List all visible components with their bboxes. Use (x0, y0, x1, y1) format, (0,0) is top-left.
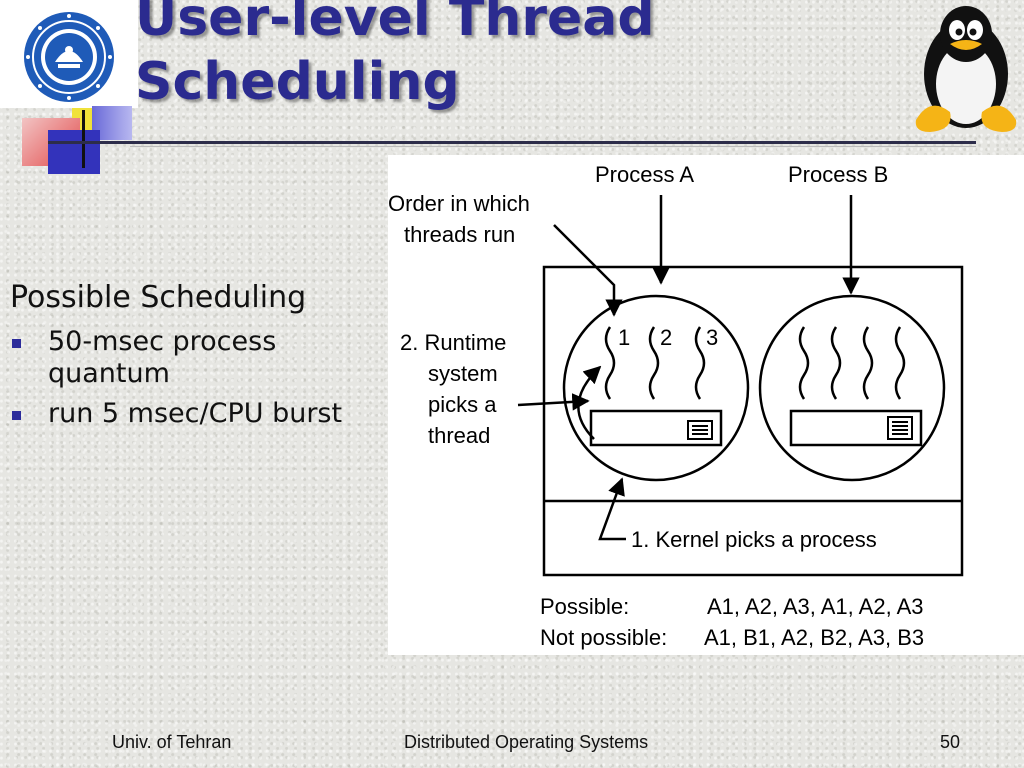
order-label-line1: Order in which (388, 191, 530, 216)
not-possible-label: Not possible: (540, 625, 667, 650)
thread-scheduling-diagram: Process A Process B Order in which threa… (388, 155, 1024, 655)
footer-university: Univ. of Tehran (112, 732, 232, 752)
process-a-label: Process A (595, 162, 694, 187)
runtime-label-line4: thread (428, 423, 490, 448)
thread-number: 2 (660, 325, 672, 350)
slide-title: User-level Thread Scheduling (135, 0, 835, 114)
process-b-runtime-box (789, 409, 923, 447)
runtime-label-line3: picks a (428, 392, 497, 417)
bullet-text: run 5 msec/CPU burst (48, 398, 343, 429)
slide-title-line1: User-level Thread (135, 0, 655, 48)
diagram-arrows (517, 195, 860, 541)
bullet-list: 50-msec process quantum run 5 msec/CPU b… (12, 326, 392, 438)
title-rule (48, 141, 976, 144)
arrow-kernel (598, 477, 626, 541)
logo-area (0, 0, 138, 108)
thread-squiggles (604, 326, 906, 400)
system-box (542, 265, 964, 577)
title-rule-shadow (130, 146, 976, 147)
tux-penguin-icon (915, 6, 1017, 132)
thread-number: 1 (618, 325, 630, 350)
slide-title-line2: Scheduling (135, 52, 460, 112)
decor-vertical-line (82, 110, 85, 168)
arrow-runtime-pointer (517, 393, 590, 411)
bullet-text: 50-msec process quantum (48, 326, 277, 389)
not-possible-value: A1, B1, A2, B2, A3, B3 (704, 625, 924, 650)
order-label-line2: threads run (404, 222, 515, 247)
footer-course: Distributed Operating Systems (404, 732, 649, 752)
runtime-label-line1: 2. Runtime (400, 330, 506, 355)
kernel-label: 1. Kernel picks a process (631, 527, 877, 552)
possible-label: Possible: (540, 594, 629, 619)
bullet-item: 50-msec process quantum (12, 326, 392, 390)
arrow-runtime-curve (577, 365, 602, 440)
arrow-order (553, 224, 623, 317)
possible-scheduling-heading: Possible Scheduling (10, 280, 307, 315)
thread-number: 3 (706, 325, 718, 350)
bullet-item: run 5 msec/CPU burst (12, 398, 392, 430)
bullet-square-icon (12, 339, 21, 348)
process-a-circle (562, 294, 750, 482)
process-b-circle (758, 294, 946, 482)
process-b-label: Process B (788, 162, 888, 187)
university-logo-icon (24, 12, 114, 102)
footer-page-number: 50 (940, 732, 961, 752)
runtime-label-line2: system (428, 361, 498, 386)
bullet-square-icon (12, 411, 21, 420)
process-a-runtime-box (589, 409, 723, 447)
diagram-background (388, 155, 1024, 655)
possible-value: A1, A2, A3, A1, A2, A3 (707, 594, 924, 619)
runtime-grille-icons (687, 416, 913, 440)
decor-dark-blue-square (48, 130, 100, 174)
